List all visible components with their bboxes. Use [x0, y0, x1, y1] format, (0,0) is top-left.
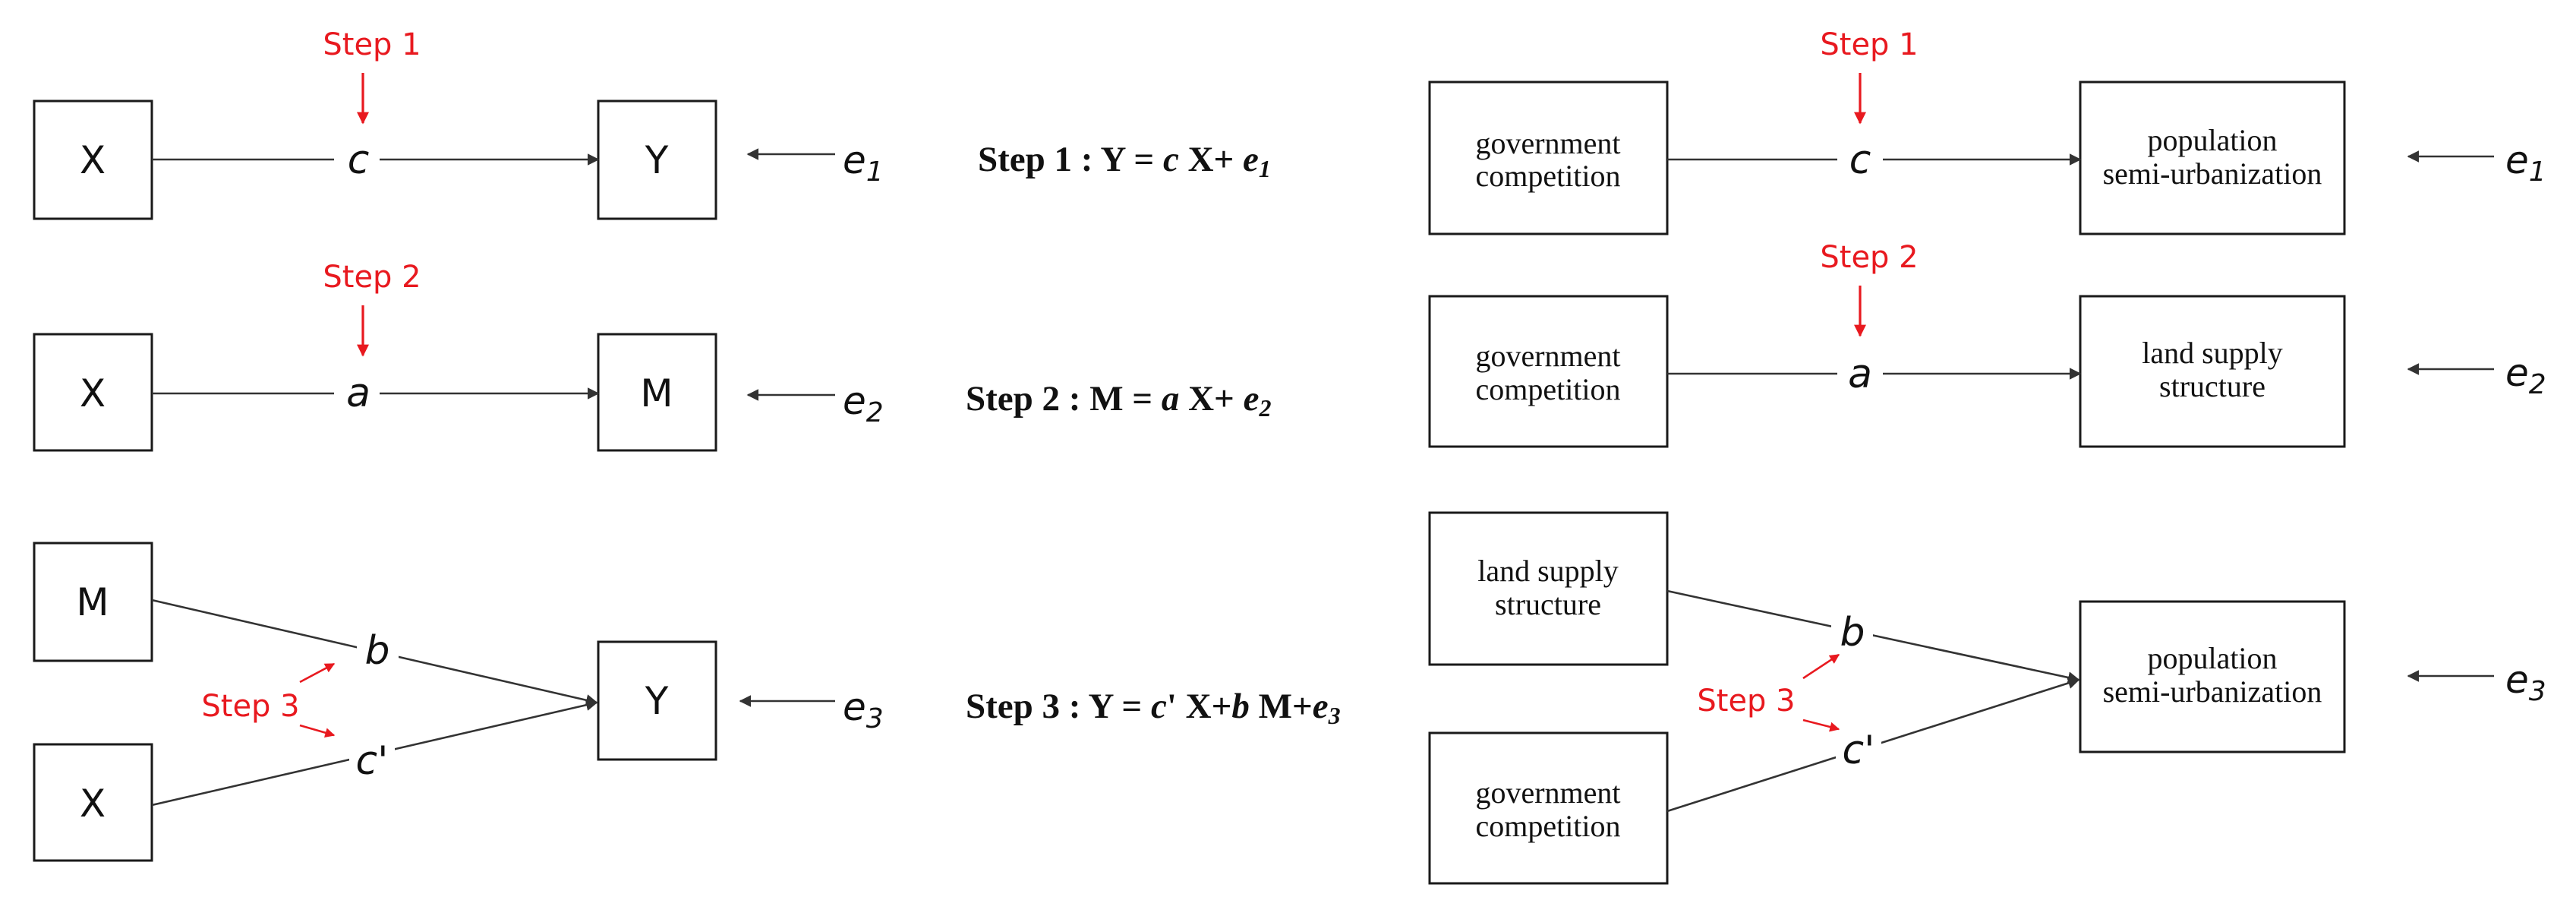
node-m-label: M — [76, 580, 109, 624]
node-label-line2: semi-urbanization — [2103, 156, 2322, 191]
coef-c-label: c — [348, 137, 370, 183]
node-label-line2: semi-urbanization — [2103, 674, 2322, 709]
node-label-line2: structure — [2159, 369, 2265, 403]
node-x-box — [33, 99, 153, 220]
coef-mask — [1831, 611, 1873, 651]
node-x-box — [33, 333, 153, 452]
equation-step1: Step 1 : Y = c X+ e1 — [978, 140, 1271, 182]
error-e1-label: e1 — [843, 138, 884, 188]
node-government-competition-box — [1428, 731, 1669, 885]
equation-step2: Step 2 : M = a X+ e2 — [966, 379, 1271, 422]
error-e2-label: e2 — [843, 379, 884, 428]
node-land-supply-structure-box — [2079, 295, 2346, 448]
node-x-label: X — [80, 371, 106, 415]
step2-label: Step 2 — [1820, 240, 1918, 275]
equations: Step 1 : Y = c X+ e1 Step 2 : M = a X+ e… — [966, 140, 1341, 729]
node-population-semi-urbanization-box — [2079, 600, 2346, 753]
node-x-label: X — [80, 138, 106, 182]
node-x-label: X — [80, 782, 106, 826]
coef-a-label: a — [1848, 352, 1872, 397]
step1-label: Step 1 — [323, 27, 421, 62]
step3-arrow-up — [299, 662, 336, 684]
node-government-competition-box — [1428, 81, 1669, 235]
left-panel-step3: M X Y b c' Step 3 e3 — [33, 542, 884, 862]
node-y-label: Y — [645, 679, 669, 723]
node-label-line2: competition — [1475, 159, 1620, 193]
node-label-line1: population — [2147, 123, 2277, 157]
node-y-box — [597, 640, 717, 761]
node-m-label: M — [640, 371, 673, 415]
right-panel-step3: land supply structure government competi… — [1428, 511, 2546, 885]
coef-b-label: b — [364, 628, 389, 674]
step1-label: Step 1 — [1820, 27, 1918, 62]
error-e3-label: e3 — [843, 685, 884, 734]
coef-c-label: c — [1849, 137, 1871, 183]
step3-arrow-up — [1802, 653, 1840, 680]
error-e3-label: e3 — [2505, 658, 2546, 707]
left-panel-step1: X Y c Step 1 e1 — [33, 27, 884, 220]
node-label-line2: competition — [1475, 809, 1620, 843]
node-land-supply-structure-box — [1428, 511, 1669, 666]
node-y-box — [597, 99, 717, 220]
left-panel-step2: X M a Step 2 e2 — [33, 260, 884, 452]
coef-mask — [1837, 351, 1883, 393]
node-label-line1: government — [1475, 339, 1620, 373]
node-label-line1: population — [2147, 641, 2277, 675]
right-panel-step2: government competition land supply struc… — [1428, 240, 2546, 448]
node-label-line1: government — [1475, 126, 1620, 160]
node-label-line2: competition — [1475, 372, 1620, 406]
coef-a-label: a — [346, 371, 370, 416]
right-panel-step1: government competition population semi-u… — [1428, 27, 2546, 235]
coef-c-prime-label: c' — [1843, 728, 1875, 773]
node-label-line1: government — [1475, 775, 1620, 810]
coef-mask — [334, 137, 380, 178]
node-y-label: Y — [645, 138, 669, 182]
step3-label: Step 3 — [201, 689, 299, 724]
error-e1-label: e1 — [2505, 138, 2546, 188]
node-label-line1: land supply — [2142, 336, 2283, 370]
coef-b-label: b — [1840, 610, 1865, 655]
node-label-line2: structure — [1495, 587, 1601, 621]
step3-arrow-down — [1802, 719, 1840, 732]
node-population-semi-urbanization-box — [2079, 81, 2346, 235]
node-m-box — [597, 333, 717, 452]
coef-mask — [334, 371, 380, 412]
coef-mask — [1837, 137, 1883, 178]
coef-mask — [349, 741, 395, 780]
coef-mask — [357, 630, 399, 670]
step2-label: Step 2 — [323, 260, 421, 295]
error-e2-label: e2 — [2505, 351, 2546, 400]
node-m-box — [33, 542, 153, 662]
node-label-line1: land supply — [1477, 554, 1619, 588]
coef-mask — [1836, 729, 1881, 769]
step3-arrow-down — [299, 724, 336, 738]
node-x-box — [33, 743, 153, 862]
coef-c-prime-label: c' — [356, 738, 389, 784]
equation-step3: Step 3 : Y = c' X+b M+e3 — [966, 687, 1341, 729]
step3-label: Step 3 — [1697, 684, 1795, 719]
node-government-competition-box — [1428, 295, 1669, 448]
